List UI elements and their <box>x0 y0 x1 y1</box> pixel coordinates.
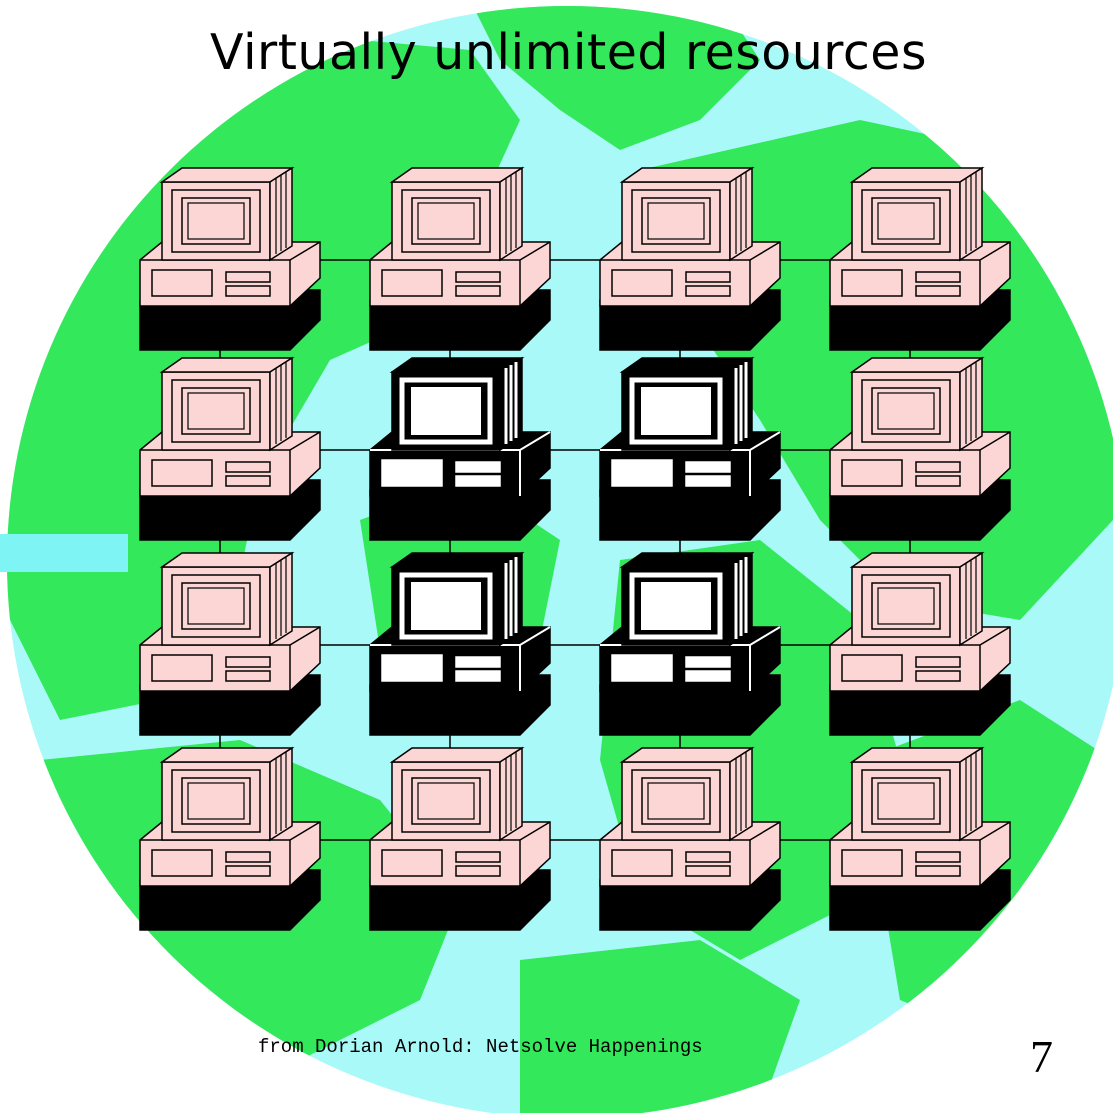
globe-landmass <box>520 940 800 1113</box>
network-links <box>219 259 911 841</box>
computer-light-icon <box>829 356 1011 541</box>
page-number: 7 <box>1030 1031 1053 1082</box>
computer-light-icon <box>139 746 321 931</box>
computer-light-icon <box>829 746 1011 931</box>
computer-light-icon <box>139 356 321 541</box>
computer-light-icon <box>369 746 551 931</box>
computer-light-icon <box>829 551 1011 736</box>
globe-landmass <box>470 6 760 150</box>
computer-light-icon <box>139 166 321 351</box>
computer-dark-icon <box>599 551 781 736</box>
computer-light-icon <box>599 746 781 931</box>
computer-light-icon <box>599 166 781 351</box>
slide-title: Virtually unlimited resources <box>210 24 927 81</box>
computer-dark-icon <box>599 356 781 541</box>
accent-bar <box>0 534 128 572</box>
source-credit: from Dorian Arnold: Netsolve Happenings <box>258 1036 703 1058</box>
computer-light-icon <box>829 166 1011 351</box>
computer-light-icon <box>139 551 321 736</box>
computer-dark-icon <box>369 551 551 736</box>
computer-dark-icon <box>369 356 551 541</box>
network-nodes <box>139 166 1011 931</box>
computer-light-icon <box>369 166 551 351</box>
